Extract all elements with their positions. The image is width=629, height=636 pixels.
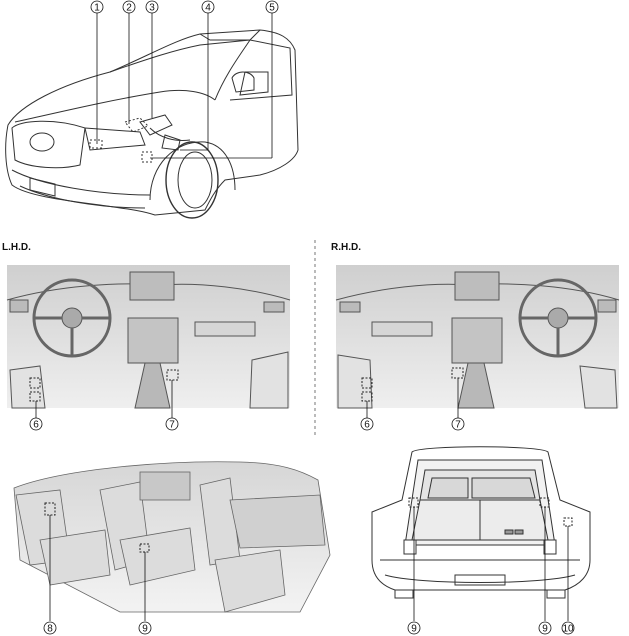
top-callout-leaders [96, 13, 273, 159]
rear-right-location [539, 497, 550, 508]
svg-text:9: 9 [542, 624, 548, 635]
callout-4: 4 [201, 0, 215, 14]
callout-8: 8 [43, 621, 57, 635]
svg-text:8: 8 [47, 624, 53, 635]
callout-5: 5 [265, 0, 279, 14]
svg-text:7: 7 [455, 420, 461, 431]
middle-callouts: 6 7 6 7 [29, 417, 465, 431]
svg-text:7: 7 [169, 420, 175, 431]
lhd-dashboard-illustration [6, 265, 291, 409]
svg-text:6: 6 [33, 420, 39, 431]
rhd-dashboard-illustration [335, 265, 620, 409]
svg-text:5: 5 [269, 3, 275, 14]
svg-text:3: 3 [149, 3, 155, 14]
callout-9-rear-right: 9 [538, 621, 552, 635]
callout-7-rhd: 7 [451, 417, 465, 431]
top-callouts: 1 2 3 4 5 [90, 0, 279, 14]
bottom-callout-leaders [49, 507, 569, 621]
rear-side-location [563, 517, 573, 527]
lhd-label: L.H.D. [2, 242, 31, 253]
rear-cargo-illustration [371, 446, 591, 599]
svg-text:6: 6 [364, 420, 370, 431]
callout-7-lhd: 7 [165, 417, 179, 431]
svg-text:10: 10 [562, 624, 574, 635]
callout-6-lhd: 6 [29, 417, 43, 431]
car-front-illustration [5, 29, 299, 219]
svg-text:2: 2 [126, 3, 132, 14]
svg-text:1: 1 [94, 3, 100, 14]
callout-6-rhd: 6 [360, 417, 374, 431]
bottom-callouts: 8 9 9 9 10 [43, 621, 575, 635]
callout-10: 10 [561, 621, 575, 635]
interior-cutaway-illustration [13, 461, 331, 613]
svg-text:9: 9 [142, 624, 148, 635]
rhd-label: R.H.D. [331, 242, 361, 253]
callout-9-rear-left: 9 [407, 621, 421, 635]
svg-text:4: 4 [205, 3, 211, 14]
middle-callout-leaders [35, 378, 459, 418]
callout-2: 2 [122, 0, 136, 14]
callout-9-interior: 9 [138, 621, 152, 635]
callout-3: 3 [145, 0, 159, 14]
callout-1: 1 [90, 0, 104, 14]
svg-text:9: 9 [411, 624, 417, 635]
rear-left-location [408, 497, 419, 508]
